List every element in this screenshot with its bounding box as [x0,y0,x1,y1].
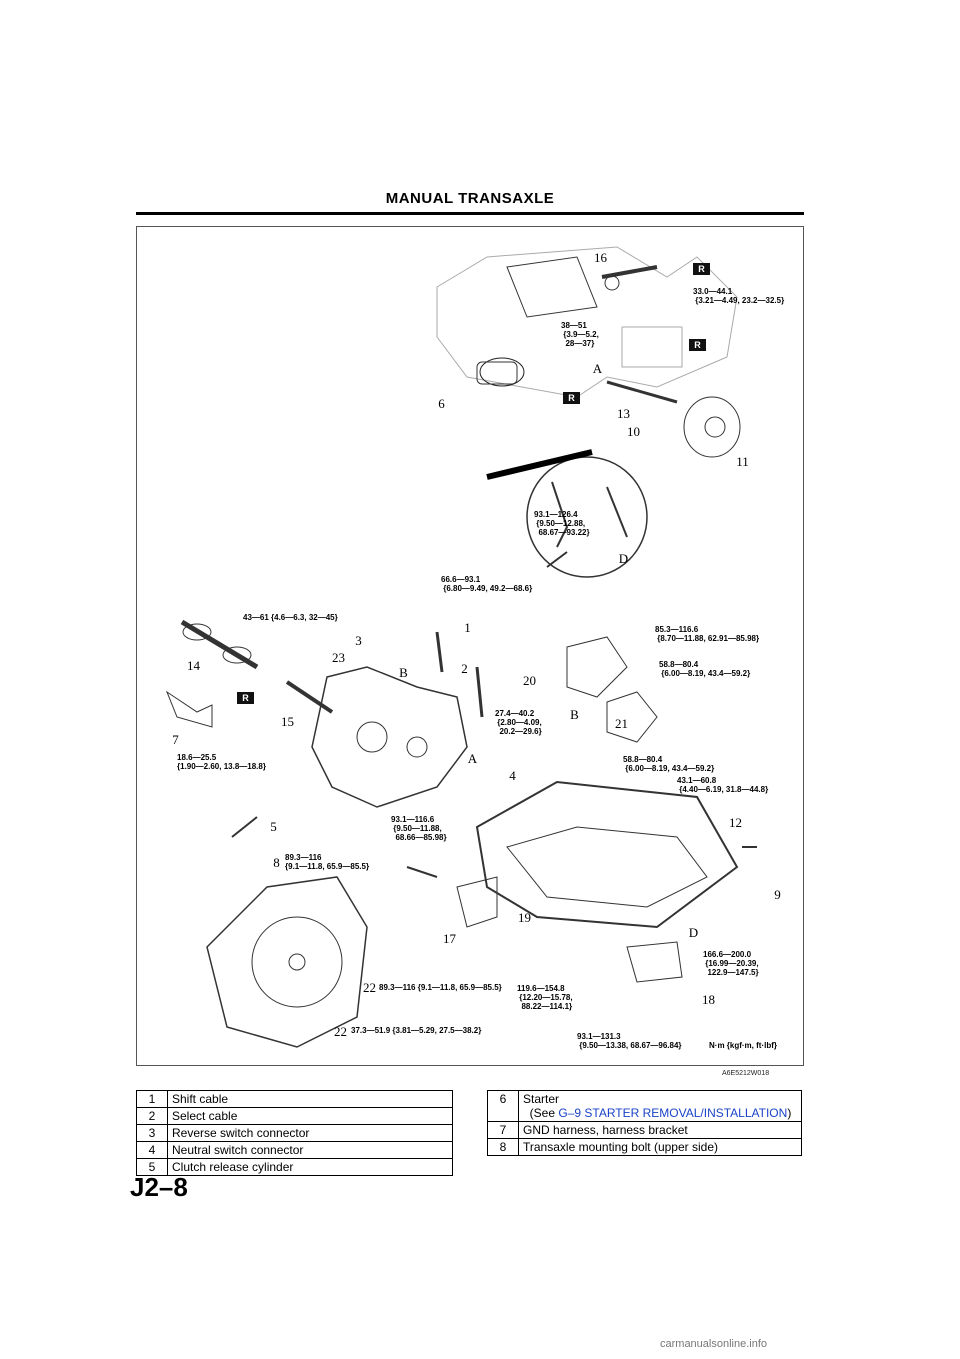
callout-21: 21 [615,716,628,731]
part-number: 5 [136,1158,168,1176]
callout-17: 17 [443,931,456,946]
torque-spec: 89.3—116 {9.1—11.8, 65.9—85.5} [285,853,370,871]
page-title: MANUAL TRANSAXLE [385,190,555,207]
part-name: Clutch release cylinder [167,1158,453,1176]
torque-spec: 93.1—126.4 {9.50—12.88, 68.67—93.22} [534,510,590,537]
torque-spec: 166.6—200.0 {16.99—20.39, 122.9—147.5} [703,950,759,977]
part-number: 8 [487,1138,519,1156]
torque-spec: 93.1—116.6 {9.50—11.88, 68.66—85.98} [391,815,447,842]
torque-spec: 119.6—154.8 {12.20—15.78, 88.22—114.1} [517,984,573,1011]
torque-units: N·m {kgf·m, ft·lbf} [709,1041,777,1050]
callout-11: 11 [736,454,749,469]
torque-spec: 43.1—60.8 {4.40—6.19, 31.8—44.8} [677,776,769,794]
torque-spec: 38—51 {3.9—5.2, 28—37} [561,321,599,348]
callout-a: A [592,361,603,376]
footer-watermark[interactable]: carmanualsonline.info [660,1338,768,1350]
part-name: Transaxle mounting bolt (upper side) [518,1138,802,1156]
part-name: Shift cable [167,1090,453,1108]
replace-mark: R [237,692,254,704]
part-number: 2 [136,1107,168,1125]
callout-5: 5 [270,819,277,834]
part-number: 3 [136,1124,168,1142]
part-number: 6 [487,1090,519,1122]
callout-22-2: 22 [334,1024,347,1039]
part-number: 4 [136,1141,168,1159]
torque-spec: 85.3—116.6 {8.70—11.88, 62.91—85.98} [655,625,760,643]
callout-18: 18 [702,992,715,1007]
page-number: J2–8 [130,1172,188,1202]
callout-2: 2 [461,661,468,676]
torque-spec: 37.3—51.9 {3.81—5.29, 27.5—38.2} [351,1026,482,1035]
torque-spec: 58.8—80.4 {6.00—8.19, 43.4—59.2} [623,755,715,773]
callout-1: 1 [464,620,471,635]
callout-15: 15 [281,714,294,729]
callout-20: 20 [523,673,536,688]
callout-b: B [399,665,408,680]
page-header: MANUAL TRANSAXLE [136,190,804,215]
callout-b-2: B [570,707,579,722]
part-name: Select cable [167,1107,453,1125]
callout-3: 3 [355,633,362,648]
callout-4: 4 [509,768,516,783]
part-number: 1 [136,1090,168,1108]
callout-19: 19 [518,910,531,925]
torque-spec: 33.0—44.1 {3.21—4.49, 23.2—32.5} [693,287,785,305]
replace-mark: R [693,263,710,275]
callout-14: 14 [187,658,200,673]
torque-spec: 66.6—93.1 {6.80—9.49, 49.2—68.6} [441,575,533,593]
callout-d-2: D [688,925,699,940]
reference-link[interactable]: G–9 STARTER REMOVAL/INSTALLATION [558,1106,788,1120]
callout-23: 23 [332,650,345,665]
callout-7: 7 [172,732,179,747]
torque-spec: 58.8—80.4 {6.00—8.19, 43.4—59.2} [659,660,751,678]
part-name: Reverse switch connector [167,1124,453,1142]
replace-mark: R [563,392,580,404]
callout-a-2: A [467,751,478,766]
part-name: Neutral switch connector [167,1141,453,1159]
callout-22: 22 [363,980,376,995]
figure-code: A6E5212W018 [722,1070,770,1077]
part-number: 7 [487,1121,519,1139]
callout-13: 13 [617,406,630,421]
part-name: GND harness, harness bracket [518,1121,802,1139]
callout-d: D [618,551,629,566]
callout-9: 9 [774,887,781,902]
callout-16: 16 [594,250,607,265]
diagram-drawing [165,246,757,1048]
callout-10: 10 [627,424,640,439]
torque-spec: 43—61 {4.6—6.3, 32—45} [243,613,338,622]
callout-8: 8 [273,855,280,870]
torque-spec: 89.3—116 {9.1—11.8, 65.9—85.5} [379,983,502,992]
torque-spec: 27.4—40.2 {2.80—4.09, 20.2—29.6} [495,709,542,736]
torque-spec: 93.1—131.3 {9.50—13.38, 68.67—96.84} [577,1032,682,1050]
callout-6: 6 [438,396,445,411]
callout-12: 12 [729,815,742,830]
replace-mark: R [689,339,706,351]
exploded-diagram: 16 A 6 13 10 11 D 1 3 23 B 2 14 20 15 B … [136,226,804,1066]
part-name: Starter (See G–9 STARTER REMOVAL/INSTALL… [518,1090,802,1122]
torque-spec: 18.6—25.5 {1.90—2.60, 13.8—18.8} [177,753,266,771]
